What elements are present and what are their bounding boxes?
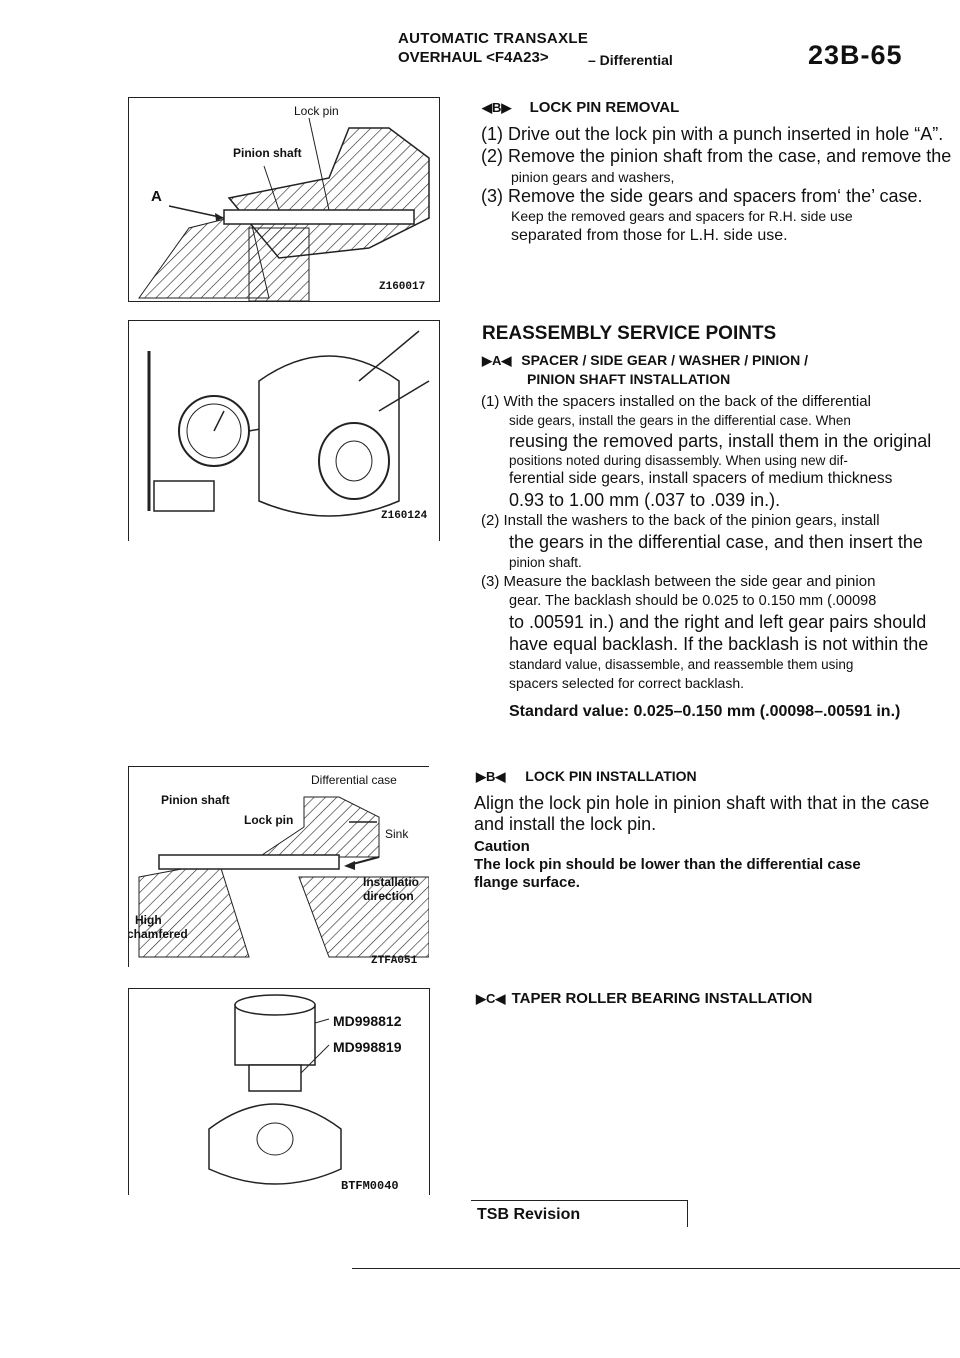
header-title-line1: AUTOMATIC TRANSAXLE (398, 30, 589, 47)
taper-bearing-title: TAPER ROLLER BEARING INSTALLATION (511, 990, 813, 1007)
figure-lock-pin-removal: Lock pin Pinion shaft A Z160017 (128, 97, 440, 302)
removal-step-2-cont: pinion gears and washers, (511, 169, 675, 185)
label-installation: Installatio (363, 875, 420, 889)
reassembly-subheading: ▶A◀ SPACER / SIDE GEAR / WASHER / PINION… (482, 352, 808, 369)
reassembly-subtitle-1: SPACER / SIDE GEAR / WASHER / PINION / (521, 352, 809, 368)
reassembly-line-3: reusing the removed parts, install them … (509, 431, 932, 451)
reassembly-line-12: to .00591 in.) and the right and left ge… (509, 612, 927, 632)
reassembly-line-2: side gears, install the gears in the dif… (509, 413, 851, 428)
marker-b-install: ▶B◀ (476, 769, 506, 784)
figure-code: Z160124 (381, 510, 428, 522)
lock-pin-diagram (138, 117, 430, 301)
reassembly-line-7: (2) Install the washers to the back of t… (481, 512, 880, 529)
reassembly-line-4: positions noted during disassembly. When… (509, 453, 848, 468)
page-number: 23B-65 (808, 40, 903, 70)
caution-line-1: The lock pin should be lower than the di… (474, 856, 861, 873)
tsb-revision: TSB Revision (471, 1200, 688, 1227)
reassembly-line-8: the gears in the differential case, and … (509, 532, 923, 552)
label-pinion-shaft: Pinion shaft (233, 146, 302, 160)
caution-label: Caution (474, 838, 530, 855)
dial-gauge-diagram (147, 330, 430, 517)
reassembly-subtitle-2: PINION SHAFT INSTALLATION (527, 371, 731, 387)
reassembly-line-11: gear. The backlash should be 0.025 to 0.… (509, 593, 877, 609)
label-differential-case: Differential case (311, 773, 397, 787)
label-pinion-shaft: Pinion shaft (161, 793, 230, 807)
label-high: High (135, 913, 162, 927)
footer-rule (352, 1268, 960, 1269)
figure-code: ZTFA051 (371, 955, 418, 967)
removal-step-2: (2) Remove the pinion shaft from the cas… (481, 146, 952, 166)
installation-line-1: Align the lock pin hole in pinion shaft … (474, 793, 930, 813)
label-chamfered: chamfered (128, 927, 188, 941)
tool-label-md998819: MD998819 (333, 1039, 402, 1055)
marker-c: ▶C◀ (476, 991, 506, 1006)
reassembly-line-1: (1) With the spacers installed on the ba… (481, 393, 871, 410)
reassembly-line-14: standard value, disassemble, and reassem… (509, 657, 854, 672)
reassembly-line-13: have equal backlash. If the backlash is … (509, 634, 929, 654)
marker-a: ▶A◀ (482, 353, 512, 368)
removal-step-3: (3) Remove the side gears and spacers fr… (481, 186, 923, 206)
lock-pin-installation-diagram (138, 796, 429, 958)
caution-line-2: flange surface. (474, 874, 580, 891)
reassembly-line-10: (3) Measure the backlash between the sid… (481, 573, 876, 590)
marker-b: ◀B▶ (482, 100, 512, 115)
figure-code: Z160017 (379, 281, 426, 293)
section-heading-lock-pin-removal: ◀B▶ LOCK PIN REMOVAL (482, 99, 679, 116)
label-sink: Sink (385, 827, 409, 841)
reassembly-heading: REASSEMBLY SERVICE POINTS (482, 323, 777, 344)
lock-pin-installation-heading: ▶B◀ LOCK PIN INSTALLATION (476, 768, 697, 785)
reassembly-line-9: pinion shaft. (509, 555, 582, 570)
standard-value: Standard value: 0.025–0.150 mm (.00098–.… (509, 703, 901, 720)
tool-label-md998812: MD998812 (333, 1013, 402, 1029)
lock-pin-removal-title: LOCK PIN REMOVAL (529, 99, 680, 116)
figure-code: BTFM0040 (341, 1179, 399, 1193)
removal-step-1: (1) Drive out the lock pin with a punch … (481, 124, 944, 144)
reassembly-line-6: 0.93 to 1.00 mm (.037 to .039 in.). (509, 490, 781, 510)
label-lock-pin: Lock pin (294, 104, 339, 118)
reassembly-line-15: spacers selected for correct backlash. (509, 675, 744, 691)
reassembly-line-5: ferential side gears, install spacers of… (509, 470, 893, 487)
taper-bearing-diagram (208, 994, 342, 1185)
figure-lock-pin-installation: Differential case Pinion shaft Lock pin … (128, 766, 429, 967)
label-a: A (151, 188, 162, 205)
lock-pin-installation-title: LOCK PIN INSTALLATION (525, 768, 697, 784)
header-section: – Differential (588, 52, 673, 68)
installation-line-2: and install the lock pin. (474, 814, 657, 834)
figure-backlash-measurement: Z160124 (128, 320, 440, 541)
removal-note-1: Keep the removed gears and spacers for R… (511, 208, 853, 224)
label-lock-pin: Lock pin (244, 813, 294, 827)
header-title-line2: OVERHAUL <F4A23> (398, 49, 549, 66)
removal-note-2: separated from those for L.H. side use. (511, 227, 788, 244)
figure-taper-bearing: MD998812 MD998819 BTFM0040 (128, 988, 430, 1195)
label-direction: direction (363, 889, 414, 903)
taper-bearing-heading: ▶C◀ TAPER ROLLER BEARING INSTALLATION (476, 990, 812, 1007)
